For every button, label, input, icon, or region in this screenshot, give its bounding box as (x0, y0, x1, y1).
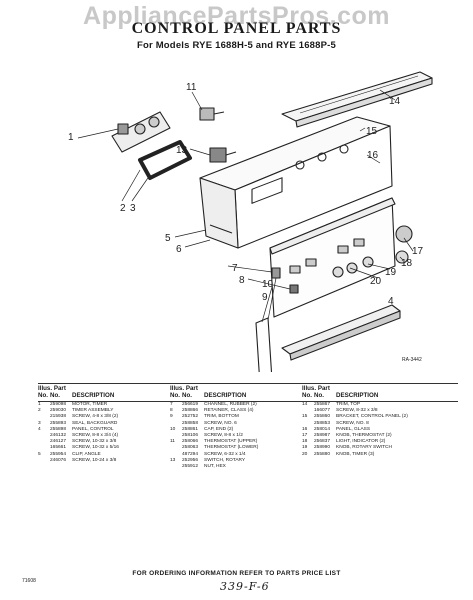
retainer-clip-part (271, 267, 281, 279)
callout-9: 9 (262, 292, 268, 303)
page-code: 71608 (22, 578, 36, 584)
callout-16: 16 (367, 150, 379, 161)
callout-7: 7 (232, 263, 238, 274)
callout-3: 3 (130, 203, 136, 214)
rotary-switch-part (209, 147, 237, 163)
callout-18: 18 (401, 258, 413, 269)
page-subtitle: For Models RYE 1688H-5 and RYE 1688P-5 (136, 40, 337, 51)
callout-20: 20 (370, 276, 382, 287)
knobs-part (332, 225, 413, 278)
callout-11: 11 (186, 82, 197, 93)
diagram-code: RA-3442 (402, 357, 422, 363)
table-header: Illus. Part No.No.DESCRIPTION (302, 385, 379, 399)
ordering-info-footer: FOR ORDERING INFORMATION REFER TO PARTS … (132, 570, 341, 577)
callout-17: 17 (412, 246, 424, 257)
bottom-trim-part (281, 304, 401, 361)
callout-19: 19 (385, 267, 397, 278)
table-header-rule (38, 401, 458, 402)
callout-1: 1 (68, 132, 74, 143)
exploded-parts-diagram: 1 2 3 4 5 6 7 8 9 10 11 13 14 15 16 17 1… (68, 71, 433, 372)
top-trim-part (281, 71, 433, 128)
callout-6: 6 (176, 244, 182, 255)
callout-8: 8 (239, 275, 245, 286)
backguard-seal-part (138, 140, 192, 180)
callout-4: 4 (388, 296, 394, 307)
callout-5: 5 (165, 233, 171, 244)
callout-14: 14 (389, 96, 401, 107)
end-cap-part (255, 317, 273, 372)
callout-13: 13 (176, 145, 188, 156)
callout-10: 10 (262, 279, 274, 290)
page-title: CONTROL PANEL PARTS (131, 20, 342, 37)
watermark: AppliancePartsPros.com (83, 2, 390, 30)
timer-assembly-part (111, 111, 171, 153)
handwritten-note: 339-F-6 (220, 580, 270, 593)
table-header: Illus. Part No.No.DESCRIPTION (170, 385, 247, 399)
callout-2: 2 (120, 203, 126, 214)
table-header: Illus. Part No.No.DESCRIPTION (38, 385, 115, 399)
glass-panel-part (269, 197, 396, 318)
thermostat-part (199, 107, 225, 121)
control-panel-body (199, 116, 393, 249)
callout-15: 15 (366, 126, 378, 137)
retainer-glass-part (289, 284, 299, 294)
table-top-rule (38, 383, 458, 384)
